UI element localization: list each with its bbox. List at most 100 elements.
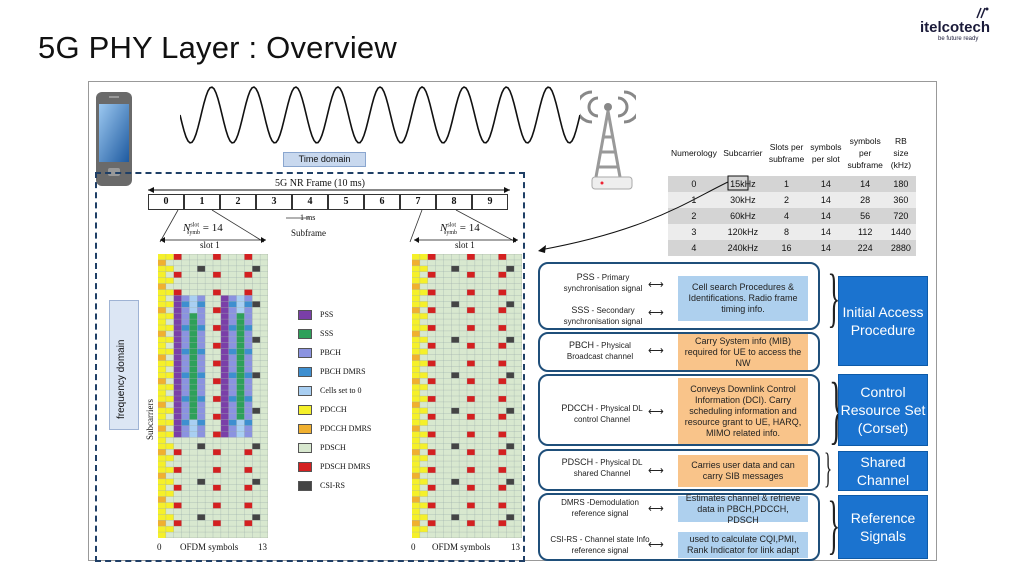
pdsch-dmrs-cell <box>213 342 221 349</box>
pdcch-cell <box>165 407 174 414</box>
pss-cell <box>220 336 229 343</box>
pss-cell <box>220 390 229 396</box>
pdsch-dmrs-cell <box>173 502 182 509</box>
legend-label: PSS <box>320 310 334 319</box>
pdsch-dmrs-cell <box>427 342 436 349</box>
pss-cell <box>173 307 182 314</box>
pdcch-cell <box>412 390 420 396</box>
pbch-cell <box>228 301 237 308</box>
pbch-cell <box>228 330 237 337</box>
pdcch-cell <box>158 366 166 373</box>
pdcch-cell <box>419 396 428 402</box>
sss-cell <box>189 360 198 367</box>
pdcch-cell <box>158 526 166 533</box>
pbch-cell <box>181 413 190 420</box>
pdcch-cell <box>158 330 166 337</box>
csi-rs-cell <box>506 514 515 521</box>
pbch-cell <box>181 354 190 361</box>
pdcch-cell <box>158 455 166 462</box>
pbch-cell <box>181 313 190 320</box>
legend-label: PBCH <box>320 348 341 357</box>
pdcch-cell <box>412 532 420 538</box>
pss-cell <box>173 390 182 396</box>
subcarriers-label: Subcarriers <box>145 399 155 440</box>
subframe-cell: 4 <box>292 194 328 210</box>
sss-cell <box>189 301 198 308</box>
table-cell: 16 <box>765 240 808 256</box>
pbch-cell <box>244 390 253 396</box>
pss-cell <box>173 348 182 355</box>
pbch-cell <box>181 342 190 349</box>
pss-arrow-icon: ⟷ <box>648 279 664 291</box>
pdsch-dmrs-cell <box>498 467 507 473</box>
table-cell: 60kHz <box>719 208 766 224</box>
pdcch-cell <box>412 271 420 278</box>
pdcch-cell <box>158 271 166 278</box>
pdcch-cell <box>412 372 420 379</box>
legend-swatch <box>298 310 312 320</box>
cell-tower-icon <box>580 90 636 190</box>
pdsch-dmrs-cell <box>213 254 221 260</box>
pdcch-cell <box>158 437 166 444</box>
pdsch-dmrs-cell <box>213 325 221 331</box>
csi-rs-cell <box>252 443 261 450</box>
pbch-cell <box>197 295 206 302</box>
pbch-cell <box>228 396 237 402</box>
table-cell: 3 <box>668 224 720 240</box>
table-cell: 240kHz <box>719 240 766 256</box>
pbch-cell <box>181 384 190 391</box>
logo-name: itelcotech <box>920 19 991 36</box>
sss-cell <box>236 330 245 337</box>
pbch-cell <box>244 348 253 355</box>
table-cell: 4 <box>668 240 720 256</box>
dmrs-name: DMRS <box>561 498 585 507</box>
pdsch-dmrs-cell <box>467 484 475 491</box>
pbch-cell <box>244 372 253 379</box>
pdcch-cell <box>158 443 166 450</box>
pbch-cell <box>197 330 206 337</box>
pdcch-cell <box>158 431 166 438</box>
pdcch-cell <box>419 407 428 414</box>
pbch-cell <box>228 425 237 432</box>
pdsch-dmrs-cell <box>498 520 507 527</box>
pdcch-cell <box>158 508 166 515</box>
csi-rs-cell <box>252 372 261 379</box>
pdcch-cell <box>419 348 428 355</box>
csi-rs-cell <box>252 407 261 414</box>
logo-tagline: be future ready <box>938 36 979 42</box>
sss-cell <box>189 307 198 314</box>
pdcch-cell <box>419 443 428 450</box>
pbch-cell <box>228 313 237 320</box>
pss-cell <box>220 307 229 314</box>
pdcch-cell <box>412 431 420 438</box>
pdcch-cell <box>412 378 420 385</box>
pss-cell <box>220 384 229 391</box>
dmrs-description: Estimates channel & retrieve data in PBC… <box>678 493 808 525</box>
pdsch-dmrs-cell <box>467 254 475 260</box>
pdsch-dmrs-cell <box>173 254 182 260</box>
csi-rs-cell <box>197 514 206 521</box>
pdcch-cell <box>412 526 420 533</box>
pdsch-dmrs-cell <box>427 271 436 278</box>
pbch-cell <box>197 384 206 391</box>
pdcch-cell <box>412 336 420 343</box>
legend-label: PDCCH DMRS <box>320 424 372 433</box>
pss-cell <box>220 419 229 426</box>
csi-rs-cell <box>451 301 460 308</box>
pbch-cell <box>197 396 206 402</box>
slot-span-arrow-left <box>160 237 266 243</box>
pdcch-cell <box>165 526 174 533</box>
subframe-cell: 6 <box>364 194 400 210</box>
pbch-cell <box>244 336 253 343</box>
pdcch-cell <box>419 360 428 367</box>
pdsch-dmrs-cell <box>498 325 507 331</box>
pdcch-cell <box>412 407 420 414</box>
pbch-cell <box>181 401 190 408</box>
pss-cell <box>173 419 182 426</box>
pbch-cell <box>197 301 206 308</box>
pss-cell <box>173 378 182 385</box>
table-cell: 28 <box>844 192 886 208</box>
pdcch-cell <box>412 484 420 491</box>
csi-rs-cell <box>451 265 460 272</box>
pbch-cell <box>228 295 237 302</box>
